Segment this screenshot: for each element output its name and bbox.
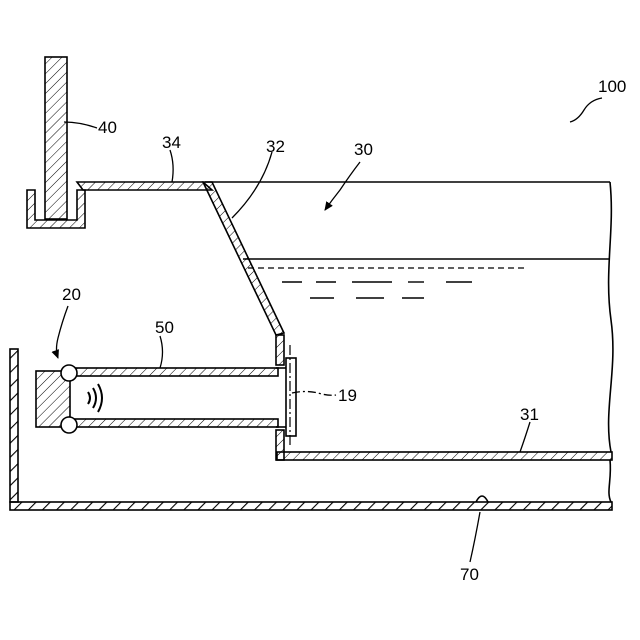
vertical-wall [276, 335, 284, 365]
label-tank-bottom: 31 [520, 405, 539, 424]
leader-34 [170, 150, 173, 182]
left-wall [10, 349, 18, 502]
label-window: 19 [338, 386, 357, 405]
leader-100 [570, 98, 602, 122]
leader-19 [292, 392, 336, 396]
liquid-dashes [282, 282, 472, 298]
label-sloped-wall: 32 [266, 137, 285, 156]
float-guide [27, 57, 85, 228]
label-upper-wall: 34 [162, 133, 181, 152]
leader-20 [57, 306, 69, 358]
ultrasonic-sensor [36, 365, 77, 433]
label-tank-assembly: 100 [598, 77, 626, 96]
tank-break-edge [609, 182, 613, 452]
label-tube: 50 [155, 318, 174, 337]
sound-wave-icon [88, 384, 102, 412]
leader-50 [160, 336, 163, 368]
label-tank: 30 [354, 140, 373, 159]
leader-40 [64, 122, 97, 128]
leader-31 [520, 422, 530, 452]
label-floor: 70 [460, 565, 479, 584]
label-sensor: 20 [62, 285, 81, 304]
leader-70 [470, 512, 480, 562]
leader-32 [232, 152, 272, 218]
tank-bottom-wall [277, 452, 612, 460]
window-flange [286, 358, 296, 436]
upper-wall [77, 182, 212, 190]
vertical-wall-lower [276, 430, 284, 460]
leader-30 [325, 162, 360, 210]
label-float-rod: 40 [98, 118, 117, 137]
floor-plate [10, 496, 612, 510]
